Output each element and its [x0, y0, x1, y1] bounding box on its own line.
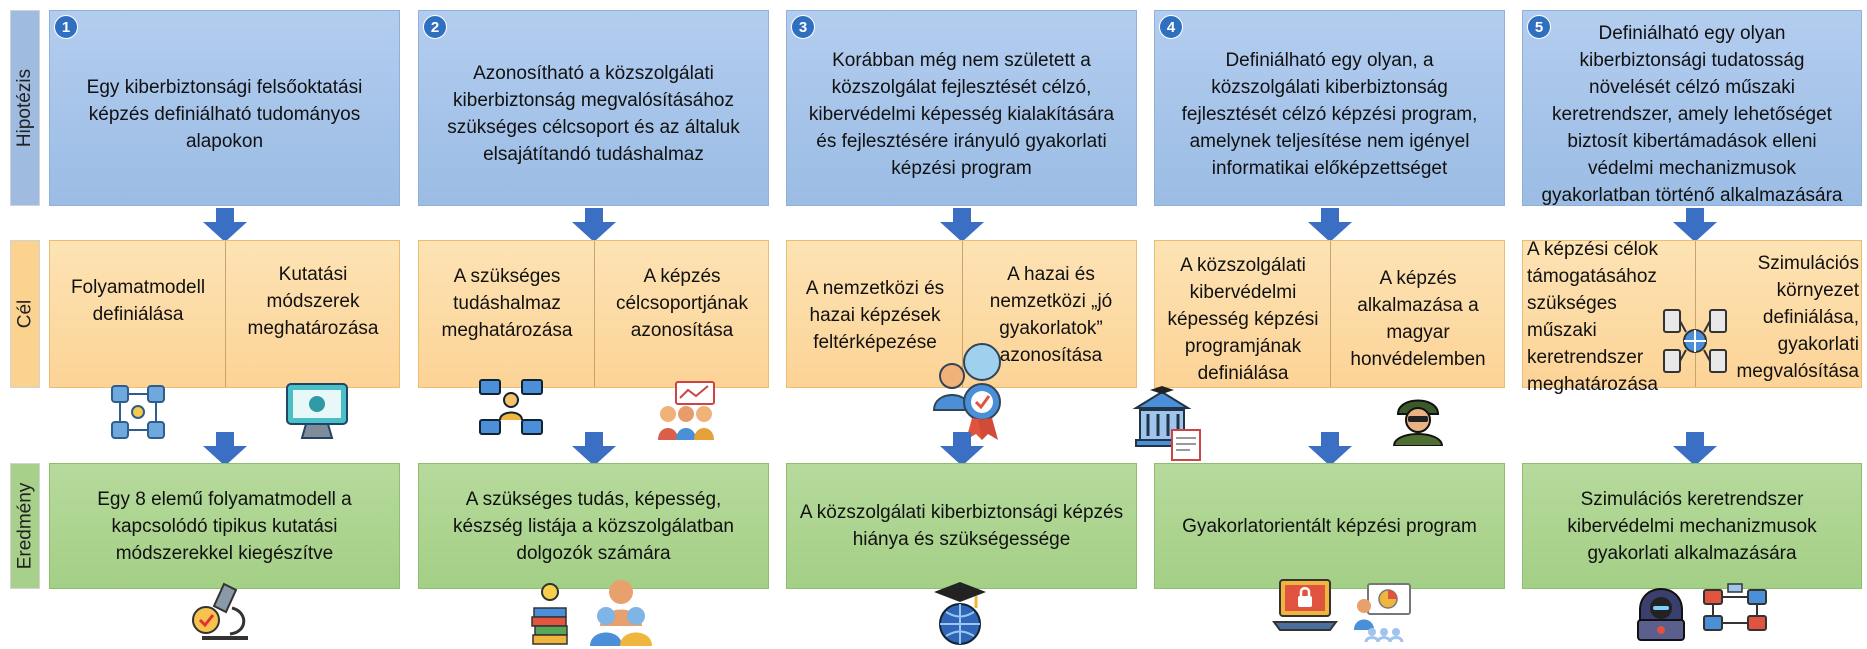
good-practice-badge-icon [932, 343, 1001, 440]
people-icon [590, 580, 652, 646]
hypothesis-text: Azonosítható a közszolgálati kiberbizton… [447, 63, 740, 165]
step-number-badge: 1 [54, 15, 78, 39]
step-number-badge: 4 [1159, 15, 1183, 39]
step-number-badge: 5 [1527, 15, 1551, 39]
hypothesis-box-3: 3 Korábban még nem született a közszolgá… [786, 10, 1137, 206]
graduation-globe-icon [934, 582, 986, 645]
hypothesis-text: Egy kiberbiztonsági felsőoktatási képzés… [86, 76, 363, 152]
down-arrow-icon [203, 432, 247, 466]
result-box-1: Egy 8 elemű folyamatmodell a kapcsolódó … [49, 463, 400, 589]
down-arrow-icon [940, 208, 984, 242]
goal-text-left: A nemzetközi és hazai képzések feltérkép… [805, 277, 945, 353]
microscope-icon [192, 582, 248, 640]
goal-text-left: Folyamatmodell definiálása [70, 277, 206, 325]
network-diagram-icon [1703, 583, 1767, 631]
row-label-hypothesis: Hipotézis [10, 10, 40, 206]
goal-text-right: Szimulációs környezet definiálása, gyako… [1736, 252, 1859, 382]
computer-icon [286, 383, 348, 439]
result-box-2: A szükséges tudás, képesség, készség lis… [418, 463, 769, 589]
goal-box-4: A közszolgálati kibervédelmi képesség ké… [1154, 240, 1505, 388]
result-text: Gyakorlatorientált képzési program [1182, 515, 1477, 537]
laptop-lock-icon [1272, 579, 1338, 631]
goal-text-right: Kutatási módszerek meghatározása [247, 263, 379, 339]
hacker-icon [1637, 588, 1685, 641]
hypothesis-box-1: 1 Egy kiberbiztonsági felsőoktatási képz… [49, 10, 400, 206]
result-text: A közszolgálati kiberbiztonsági képzés h… [799, 502, 1124, 550]
devices-network-icon [1663, 309, 1727, 373]
row-label-result: Eredmény [10, 463, 40, 589]
goal-box-3: A nemzetközi és hazai képzések feltérkép… [786, 240, 1137, 388]
result-text: Egy 8 elemű folyamatmodell a kapcsolódó … [97, 488, 352, 564]
goal-box-2: A szükséges tudáshalmaz meghatározása A … [418, 240, 769, 388]
hypothesis-text: Korábban még nem született a közszolgála… [808, 49, 1115, 179]
network-people-icon [479, 379, 543, 435]
result-text: A szükséges tudás, képesség, készség lis… [453, 488, 734, 564]
down-arrow-icon [1308, 432, 1352, 466]
down-arrow-icon [572, 208, 616, 242]
result-text: Szimulációs keretrendszer kibervédelmi m… [1567, 488, 1817, 564]
goal-text-left: A közszolgálati kibervédelmi képesség ké… [1167, 254, 1319, 384]
goal-box-5: A képzési célok támogatásához szükséges … [1522, 239, 1862, 395]
goal-text-right: A hazai és nemzetközi „jó gyakorlatok” a… [989, 264, 1113, 366]
goal-text-left: A szükséges tudáshalmaz meghatározása [441, 265, 573, 341]
university-icon [1132, 386, 1201, 461]
step-number-badge: 2 [423, 15, 447, 39]
hypothesis-text: Definiálható egy olyan kiberbiztonsági t… [1541, 22, 1843, 206]
training-icon [1354, 583, 1411, 642]
soldier-icon [1392, 399, 1444, 446]
books-idea-icon [531, 583, 568, 645]
hypothesis-box-4: 4 Definiálható egy olyan, a közszolgálat… [1154, 10, 1505, 206]
result-box-5: Szimulációs keretrendszer kibervédelmi m… [1522, 463, 1862, 589]
down-arrow-icon [203, 208, 247, 242]
down-arrow-icon [1673, 432, 1717, 466]
hypothesis-box-5: 5 Definiálható egy olyan kiberbiztonsági… [1522, 10, 1862, 206]
step-number-badge: 3 [791, 15, 815, 39]
process-model-icon [111, 385, 165, 439]
down-arrow-icon [940, 432, 984, 466]
goal-text-left: A képzési célok támogatásához szükséges … [1527, 239, 1658, 395]
goal-text-right: A képzés célcsoportjának azonosítása [615, 265, 749, 341]
hypothesis-box-2: 2 Azonosítható a közszolgálati kiberbizt… [418, 10, 769, 206]
goal-box-1: Folyamatmodell definiálása Kutatási móds… [49, 240, 400, 388]
goal-text-right: A képzés alkalmazása a magyar honvédelem… [1350, 268, 1486, 370]
hypothesis-text: Definiálható egy olyan, a közszolgálati … [1181, 49, 1478, 179]
result-box-3: A közszolgálati kiberbiztonsági képzés h… [786, 463, 1137, 589]
row-label-goal: Cél [10, 240, 40, 388]
down-arrow-icon [1308, 208, 1352, 242]
group-presentation-icon [658, 381, 715, 440]
result-box-4: Gyakorlatorientált képzési program [1154, 463, 1505, 589]
down-arrow-icon [1673, 208, 1717, 242]
down-arrow-icon [572, 432, 616, 466]
